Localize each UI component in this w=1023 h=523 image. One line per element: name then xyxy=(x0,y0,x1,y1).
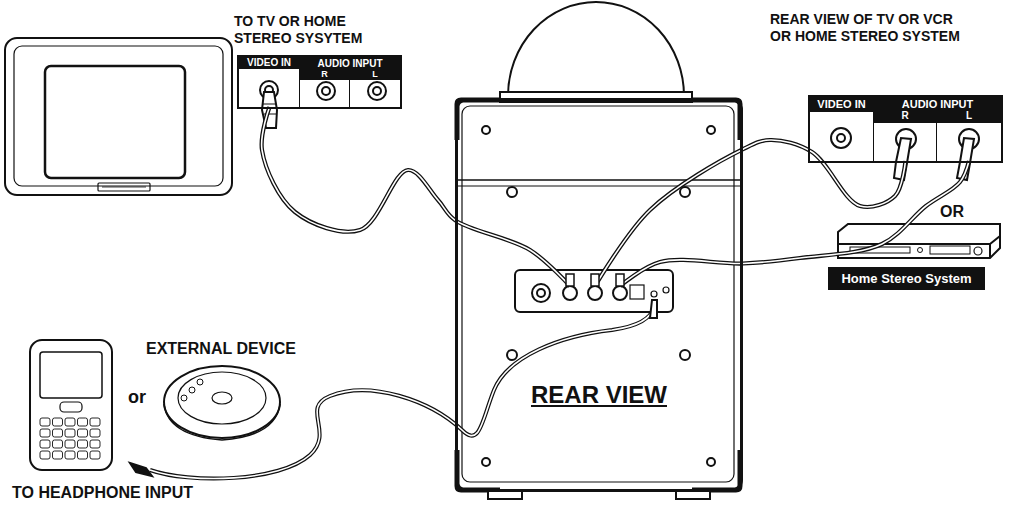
key xyxy=(40,429,50,437)
key xyxy=(90,418,100,426)
node-text: AUDIO INPUT xyxy=(300,57,400,70)
device-label: EXTERNAL DEVICE xyxy=(146,340,296,358)
jack-cell: VIDEO IN xyxy=(239,57,300,107)
node-text: L xyxy=(937,111,1001,123)
key xyxy=(65,418,75,426)
or-label: or xyxy=(128,387,146,408)
jack-cell: AUDIO INPUTRL xyxy=(300,57,400,107)
light-dome xyxy=(500,2,692,102)
cd-player xyxy=(164,366,280,440)
jack xyxy=(260,81,386,100)
or-label: OR xyxy=(940,203,964,221)
key xyxy=(65,451,75,459)
cable-core xyxy=(262,107,570,286)
mobile-phone xyxy=(30,340,112,470)
jack-cell: AUDIO INPUTRL xyxy=(874,97,1001,161)
node-text: R xyxy=(300,70,349,80)
jack-panel: REAR VIEW OF TV OR VCR OR HOME STEREO SY… xyxy=(808,95,1003,163)
node-text: Home Stereo System xyxy=(841,271,971,286)
key xyxy=(53,440,63,448)
rca-cable xyxy=(262,107,574,286)
node-text: R xyxy=(874,111,936,123)
node-text: AUDIO INPUT xyxy=(874,97,1001,111)
key xyxy=(78,418,88,426)
jack-cell: R xyxy=(874,111,937,161)
speaker-cabinet xyxy=(457,100,740,499)
node-text: VIDEO IN xyxy=(239,57,299,69)
connection-note: TO HEADPHONE INPUT xyxy=(12,484,193,502)
key xyxy=(78,440,88,448)
key xyxy=(53,451,63,459)
key xyxy=(78,451,88,459)
key xyxy=(65,440,75,448)
key xyxy=(40,451,50,459)
rca-plug xyxy=(566,274,574,286)
key xyxy=(53,429,63,437)
jack-cell: VIDEO IN xyxy=(810,97,874,161)
device-label: Home Stereo System xyxy=(828,267,985,290)
key xyxy=(78,429,88,437)
key xyxy=(53,418,63,426)
key xyxy=(40,418,50,426)
node-text: L xyxy=(350,70,400,80)
back-panel xyxy=(515,270,673,312)
node-text: VIDEO IN xyxy=(810,97,873,112)
jack-cell: L xyxy=(350,70,400,107)
home-stereo-unit xyxy=(838,224,1000,258)
key xyxy=(90,451,100,459)
cable-outline xyxy=(262,107,570,286)
rca-plug xyxy=(894,138,974,180)
node-text: REAR VIEW OF TV OR VCR OR HOME STEREO SY… xyxy=(770,11,975,45)
jack-cell: R xyxy=(300,70,350,107)
node-text: REAR VIEW xyxy=(458,381,740,409)
jack-cell: L xyxy=(937,111,1001,161)
speaker-unit: REAR VIEW xyxy=(455,98,743,492)
jack-panel: TO TV OR HOME STEREO SYSYTEMVIDEO INAUDI… xyxy=(237,55,402,109)
rca-plug xyxy=(616,274,624,286)
key xyxy=(90,440,100,448)
key xyxy=(90,429,100,437)
rca-plug xyxy=(591,274,599,286)
key xyxy=(65,429,75,437)
node-text: TO TV OR HOME STEREO SYSYTEM xyxy=(234,13,384,47)
tv-set xyxy=(5,38,232,195)
key xyxy=(40,440,50,448)
